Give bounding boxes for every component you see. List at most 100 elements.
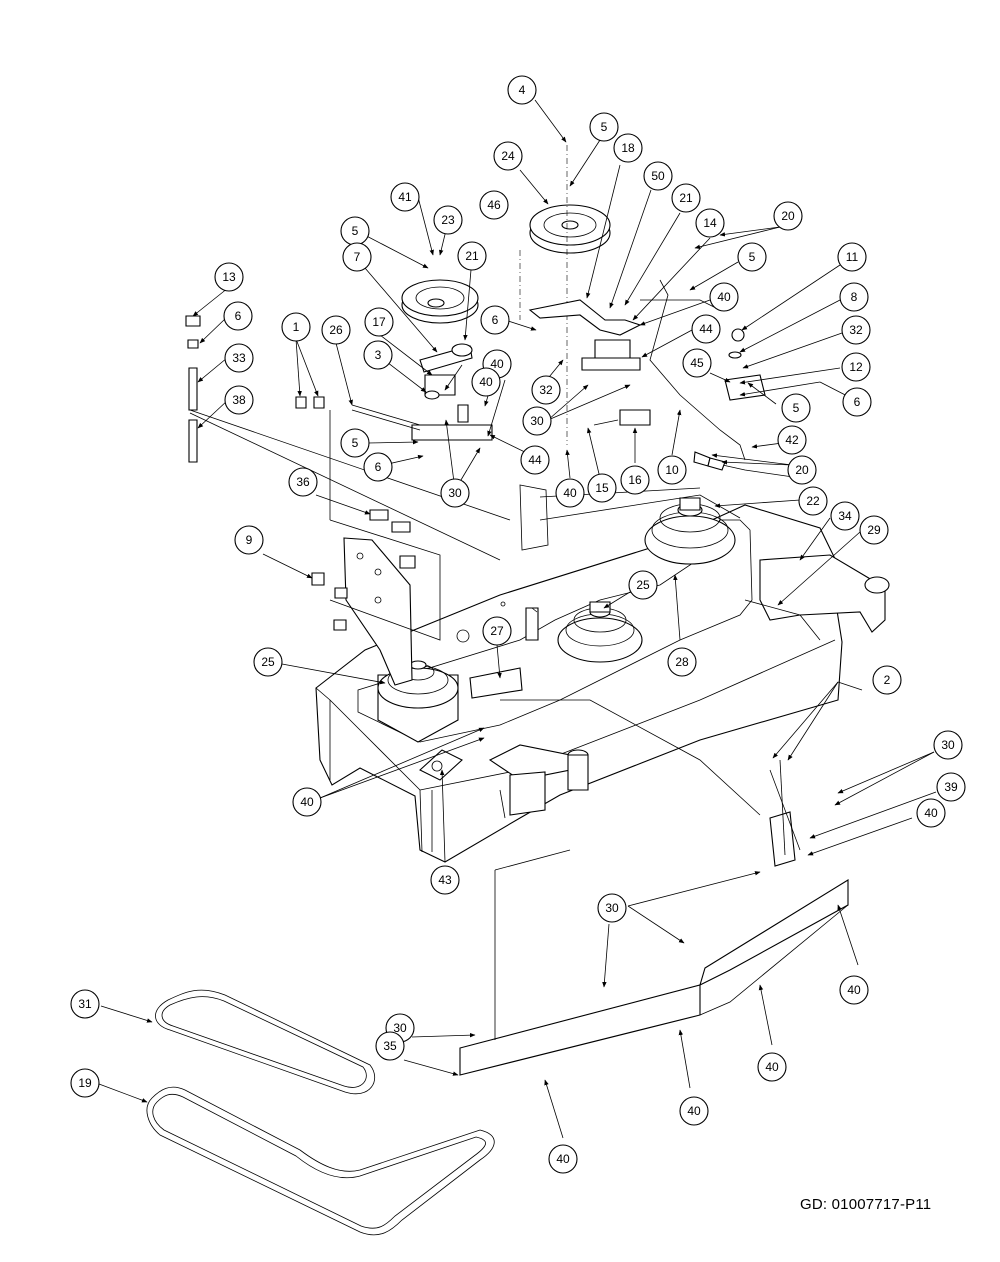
callout-label: 42 — [785, 433, 799, 447]
callout-16: 16 — [620, 465, 650, 495]
callout-41: 41 — [390, 182, 420, 212]
callout-50: 50 — [643, 161, 673, 191]
callout-label: 41 — [398, 190, 412, 204]
callout-30: 30 — [522, 406, 552, 436]
front-bumper-bar — [459, 699, 849, 1076]
callout-32: 32 — [531, 375, 561, 405]
drawing-geometry — [146, 145, 890, 1236]
callout-label: 50 — [651, 169, 665, 183]
callout-label: 38 — [232, 393, 246, 407]
callout-label: 2 — [884, 673, 891, 687]
callout-label: 18 — [621, 141, 635, 155]
callout-label: 44 — [528, 453, 542, 467]
callout-33: 33 — [224, 343, 254, 373]
callout-label: 4 — [519, 83, 526, 97]
callout-40: 40 — [679, 1096, 709, 1126]
callout-5: 5 — [340, 428, 370, 458]
callout-label: 28 — [675, 655, 689, 669]
callout-label: 6 — [492, 313, 499, 327]
callout-43: 43 — [430, 865, 460, 895]
callout-40: 40 — [916, 798, 946, 828]
callout-label: 40 — [924, 806, 938, 820]
callout-label: 5 — [793, 401, 800, 415]
callout-40: 40 — [548, 1144, 578, 1174]
callout-30: 30 — [597, 893, 627, 923]
callout-42: 42 — [777, 425, 807, 455]
callout-5: 5 — [589, 112, 619, 142]
callout-6: 6 — [223, 301, 253, 331]
callout-label: 40 — [717, 290, 731, 304]
callout-label: 46 — [487, 198, 501, 212]
callout-5: 5 — [781, 393, 811, 423]
callout-22: 22 — [798, 486, 828, 516]
callout-label: 40 — [479, 375, 493, 389]
callout-label: 7 — [354, 250, 361, 264]
callout-29: 29 — [859, 515, 889, 545]
callout-label: 40 — [563, 486, 577, 500]
callout-label: 9 — [246, 533, 253, 547]
callout-label: 15 — [595, 481, 609, 495]
callout-label: 43 — [438, 873, 452, 887]
left-side-bracket — [329, 519, 441, 686]
callout-25: 25 — [253, 647, 283, 677]
callout-13: 13 — [214, 262, 244, 292]
callout-10: 10 — [657, 455, 687, 485]
callout-40: 40 — [471, 367, 501, 397]
callout-40: 40 — [757, 1052, 787, 1082]
callout-4: 4 — [507, 75, 537, 105]
callout-36: 36 — [288, 467, 318, 497]
callout-label: 5 — [352, 436, 359, 450]
callout-label: 13 — [222, 270, 236, 284]
callout-38: 38 — [224, 385, 254, 415]
callout-label: 5 — [601, 120, 608, 134]
callout-27: 27 — [482, 616, 512, 646]
belt-31 — [155, 989, 375, 1095]
callout-30: 30 — [933, 730, 963, 760]
callout-44: 44 — [691, 314, 721, 344]
callout-label: 40 — [847, 983, 861, 997]
callout-40: 40 — [555, 478, 585, 508]
callout-44: 44 — [520, 445, 550, 475]
callout-6: 6 — [480, 305, 510, 335]
callout-label: 21 — [679, 191, 693, 205]
callout-label: 40 — [556, 1152, 570, 1166]
callout-label: 27 — [490, 624, 504, 638]
callout-15: 15 — [587, 473, 617, 503]
callout-26: 26 — [321, 315, 351, 345]
callout-23: 23 — [433, 205, 463, 235]
callout-2: 2 — [872, 665, 902, 695]
callout-19: 19 — [70, 1068, 100, 1098]
callout-21: 21 — [671, 183, 701, 213]
callout-5: 5 — [737, 242, 767, 272]
left-hardware — [185, 315, 539, 641]
callout-31: 31 — [70, 989, 100, 1019]
callout-5: 5 — [340, 216, 370, 246]
callout-label: 32 — [539, 383, 553, 397]
callout-label: 45 — [690, 356, 704, 370]
callout-label: 29 — [867, 523, 881, 537]
callout-label: 8 — [851, 290, 858, 304]
callout-9: 9 — [234, 525, 264, 555]
callout-20: 20 — [787, 455, 817, 485]
callout-40: 40 — [709, 282, 739, 312]
callout-label: 17 — [372, 315, 386, 329]
callout-label: 40 — [687, 1104, 701, 1118]
callout-label: 6 — [235, 309, 242, 323]
callout-12: 12 — [841, 352, 871, 382]
callout-label: 25 — [261, 655, 275, 669]
callout-label: 30 — [605, 901, 619, 915]
callout-8: 8 — [839, 282, 869, 312]
callout-label: 36 — [296, 475, 310, 489]
callout-6: 6 — [363, 452, 393, 482]
callout-7: 7 — [342, 242, 372, 272]
callout-label: 40 — [490, 357, 504, 371]
callout-label: 31 — [78, 997, 92, 1011]
callout-label: 26 — [329, 323, 343, 337]
callout-label: 30 — [530, 414, 544, 428]
callout-21: 21 — [457, 241, 487, 271]
callout-24: 24 — [493, 141, 523, 171]
callout-label: 30 — [448, 486, 462, 500]
callout-label: 25 — [636, 578, 650, 592]
callout-label: 33 — [232, 351, 246, 365]
